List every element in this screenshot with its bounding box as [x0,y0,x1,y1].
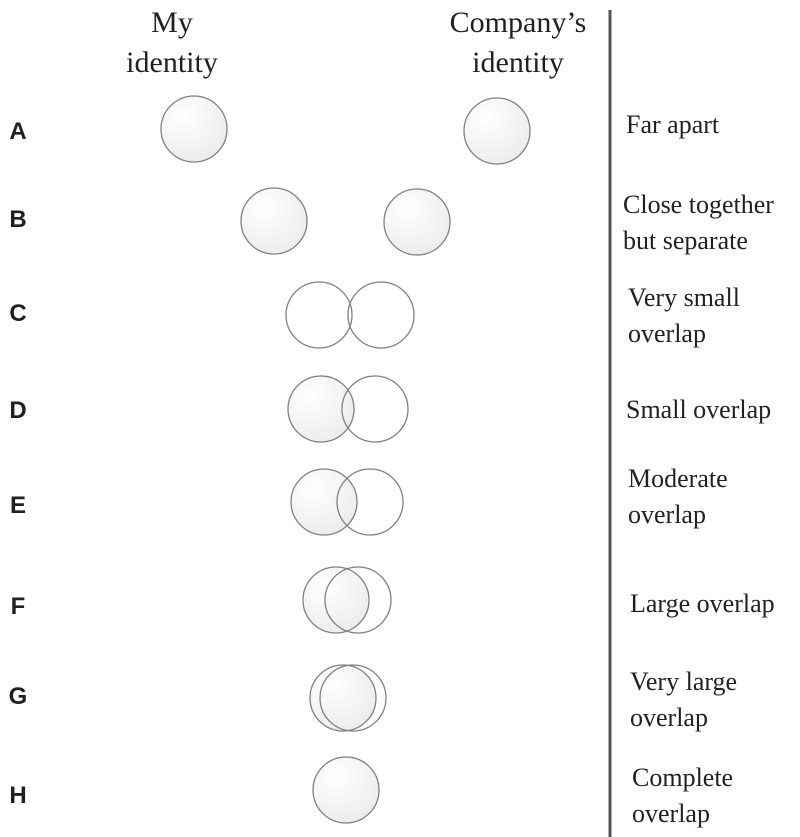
company-identity-header-line1: Company’s [450,6,587,39]
row-description-line1: Close together [623,190,774,219]
row-h: H Complete overlap [9,756,733,828]
row-description-line1: Very large [630,667,737,696]
row-letter: C [9,300,26,327]
my-identity-circle [285,281,353,349]
company-identity-circle [347,281,415,349]
my-identity-circle [287,375,355,443]
row-letter: B [9,206,26,233]
row-description-line2: overlap [632,799,710,828]
company-identity-circle [324,566,392,634]
my-identity-circle [160,95,228,163]
row-description-line1: Complete [632,763,733,792]
row-description-line2: overlap [628,500,706,529]
row-d: D Small overlap [9,375,771,443]
row-description-line1: Moderate [628,464,728,493]
row-g: G Very large overlap [9,664,737,732]
company-identity-circle [463,97,531,165]
row-description-line1: Large overlap [630,589,775,618]
row-description-line2: but separate [623,226,748,255]
my-identity-circle [309,664,377,732]
row-description-line1: Very small [628,283,740,312]
row-description-line1: Far apart [626,110,720,139]
row-b: B Close together but separate [9,187,774,256]
row-letter: D [9,397,26,424]
my-identity-circle [290,468,358,536]
my-identity-circle [240,187,308,255]
row-description-line1: Small overlap [626,395,771,424]
company-identity-circle [383,188,451,256]
my-identity-header-line2: identity [126,46,218,79]
row-e: E Moderate overlap [10,464,728,536]
company-identity-header-line2: identity [472,46,564,79]
company-identity-circle [341,375,409,443]
row-description-line2: overlap [628,319,706,348]
row-description-line2: overlap [630,703,708,732]
row-c: C Very small overlap [9,281,740,349]
row-letter: A [9,118,26,145]
row-letter: G [9,683,28,710]
company-identity-circle [336,468,404,536]
overlapping-identity-circle [312,756,380,824]
row-letter: E [10,492,26,519]
row-a: A Far apart [9,95,720,165]
company-identity-circle [319,664,387,732]
my-identity-circle [302,566,370,634]
my-identity-header-line1: My [151,6,193,39]
row-f: F Large overlap [11,566,775,634]
row-letter: H [9,782,26,809]
row-letter: F [11,593,26,620]
